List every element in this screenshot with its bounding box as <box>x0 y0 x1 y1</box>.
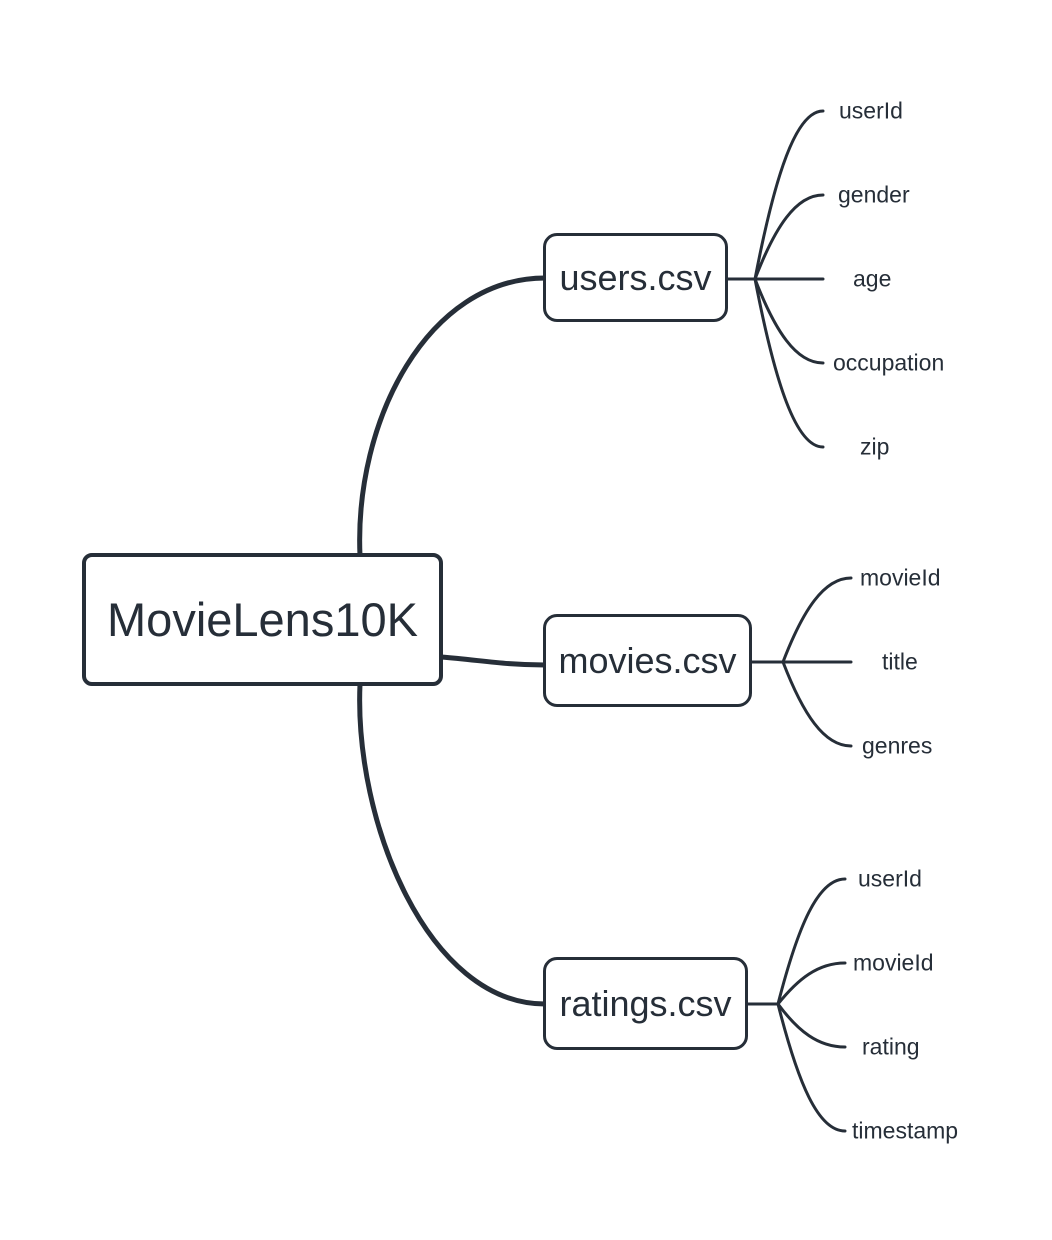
leaf-ratings-userid: userId <box>858 865 922 892</box>
leaf-users-occupation: occupation <box>833 349 945 376</box>
edge-movies-genres <box>781 660 853 748</box>
leaf-movies-movieid: movieId <box>860 564 941 591</box>
edge-users-occupation <box>753 277 825 365</box>
node-movies-csv-label: movies.csv <box>558 639 737 681</box>
edge-root-users <box>357 275 548 559</box>
leaf-users-gender: gender <box>838 181 910 208</box>
node-users-csv-label: users.csv <box>559 256 712 298</box>
edge-users-userid <box>753 109 825 281</box>
leaf-movies-title: title <box>882 648 918 675</box>
leaf-movies-genres: genres <box>862 732 933 759</box>
edge-movies-movieid <box>781 576 853 664</box>
leaf-ratings-movieid: movieId <box>853 949 934 976</box>
edge-ratings-movieid <box>776 961 847 1006</box>
leaf-users-zip: zip <box>860 433 890 460</box>
leaf-ratings-rating: rating <box>862 1033 920 1060</box>
edge-root-ratings <box>357 681 548 1007</box>
leaf-users-userid: userId <box>839 97 903 124</box>
edge-ratings-rating <box>776 1002 847 1049</box>
node-ratings-csv: ratings.csv <box>543 957 748 1050</box>
node-ratings-csv-label: ratings.csv <box>559 982 732 1024</box>
edge-users-gender <box>753 193 825 281</box>
leaf-ratings-timestamp: timestamp <box>852 1117 959 1144</box>
edge-ratings-timestamp <box>776 1002 847 1133</box>
node-root: MovieLens10K <box>82 553 443 686</box>
node-root-label: MovieLens10K <box>107 593 418 646</box>
edge-users-zip <box>753 277 825 449</box>
leaf-users-age: age <box>853 265 892 292</box>
node-movies-csv: movies.csv <box>543 614 752 707</box>
edge-root-movies <box>438 654 548 668</box>
node-users-csv: users.csv <box>543 233 728 322</box>
edge-ratings-userid <box>776 877 847 1006</box>
